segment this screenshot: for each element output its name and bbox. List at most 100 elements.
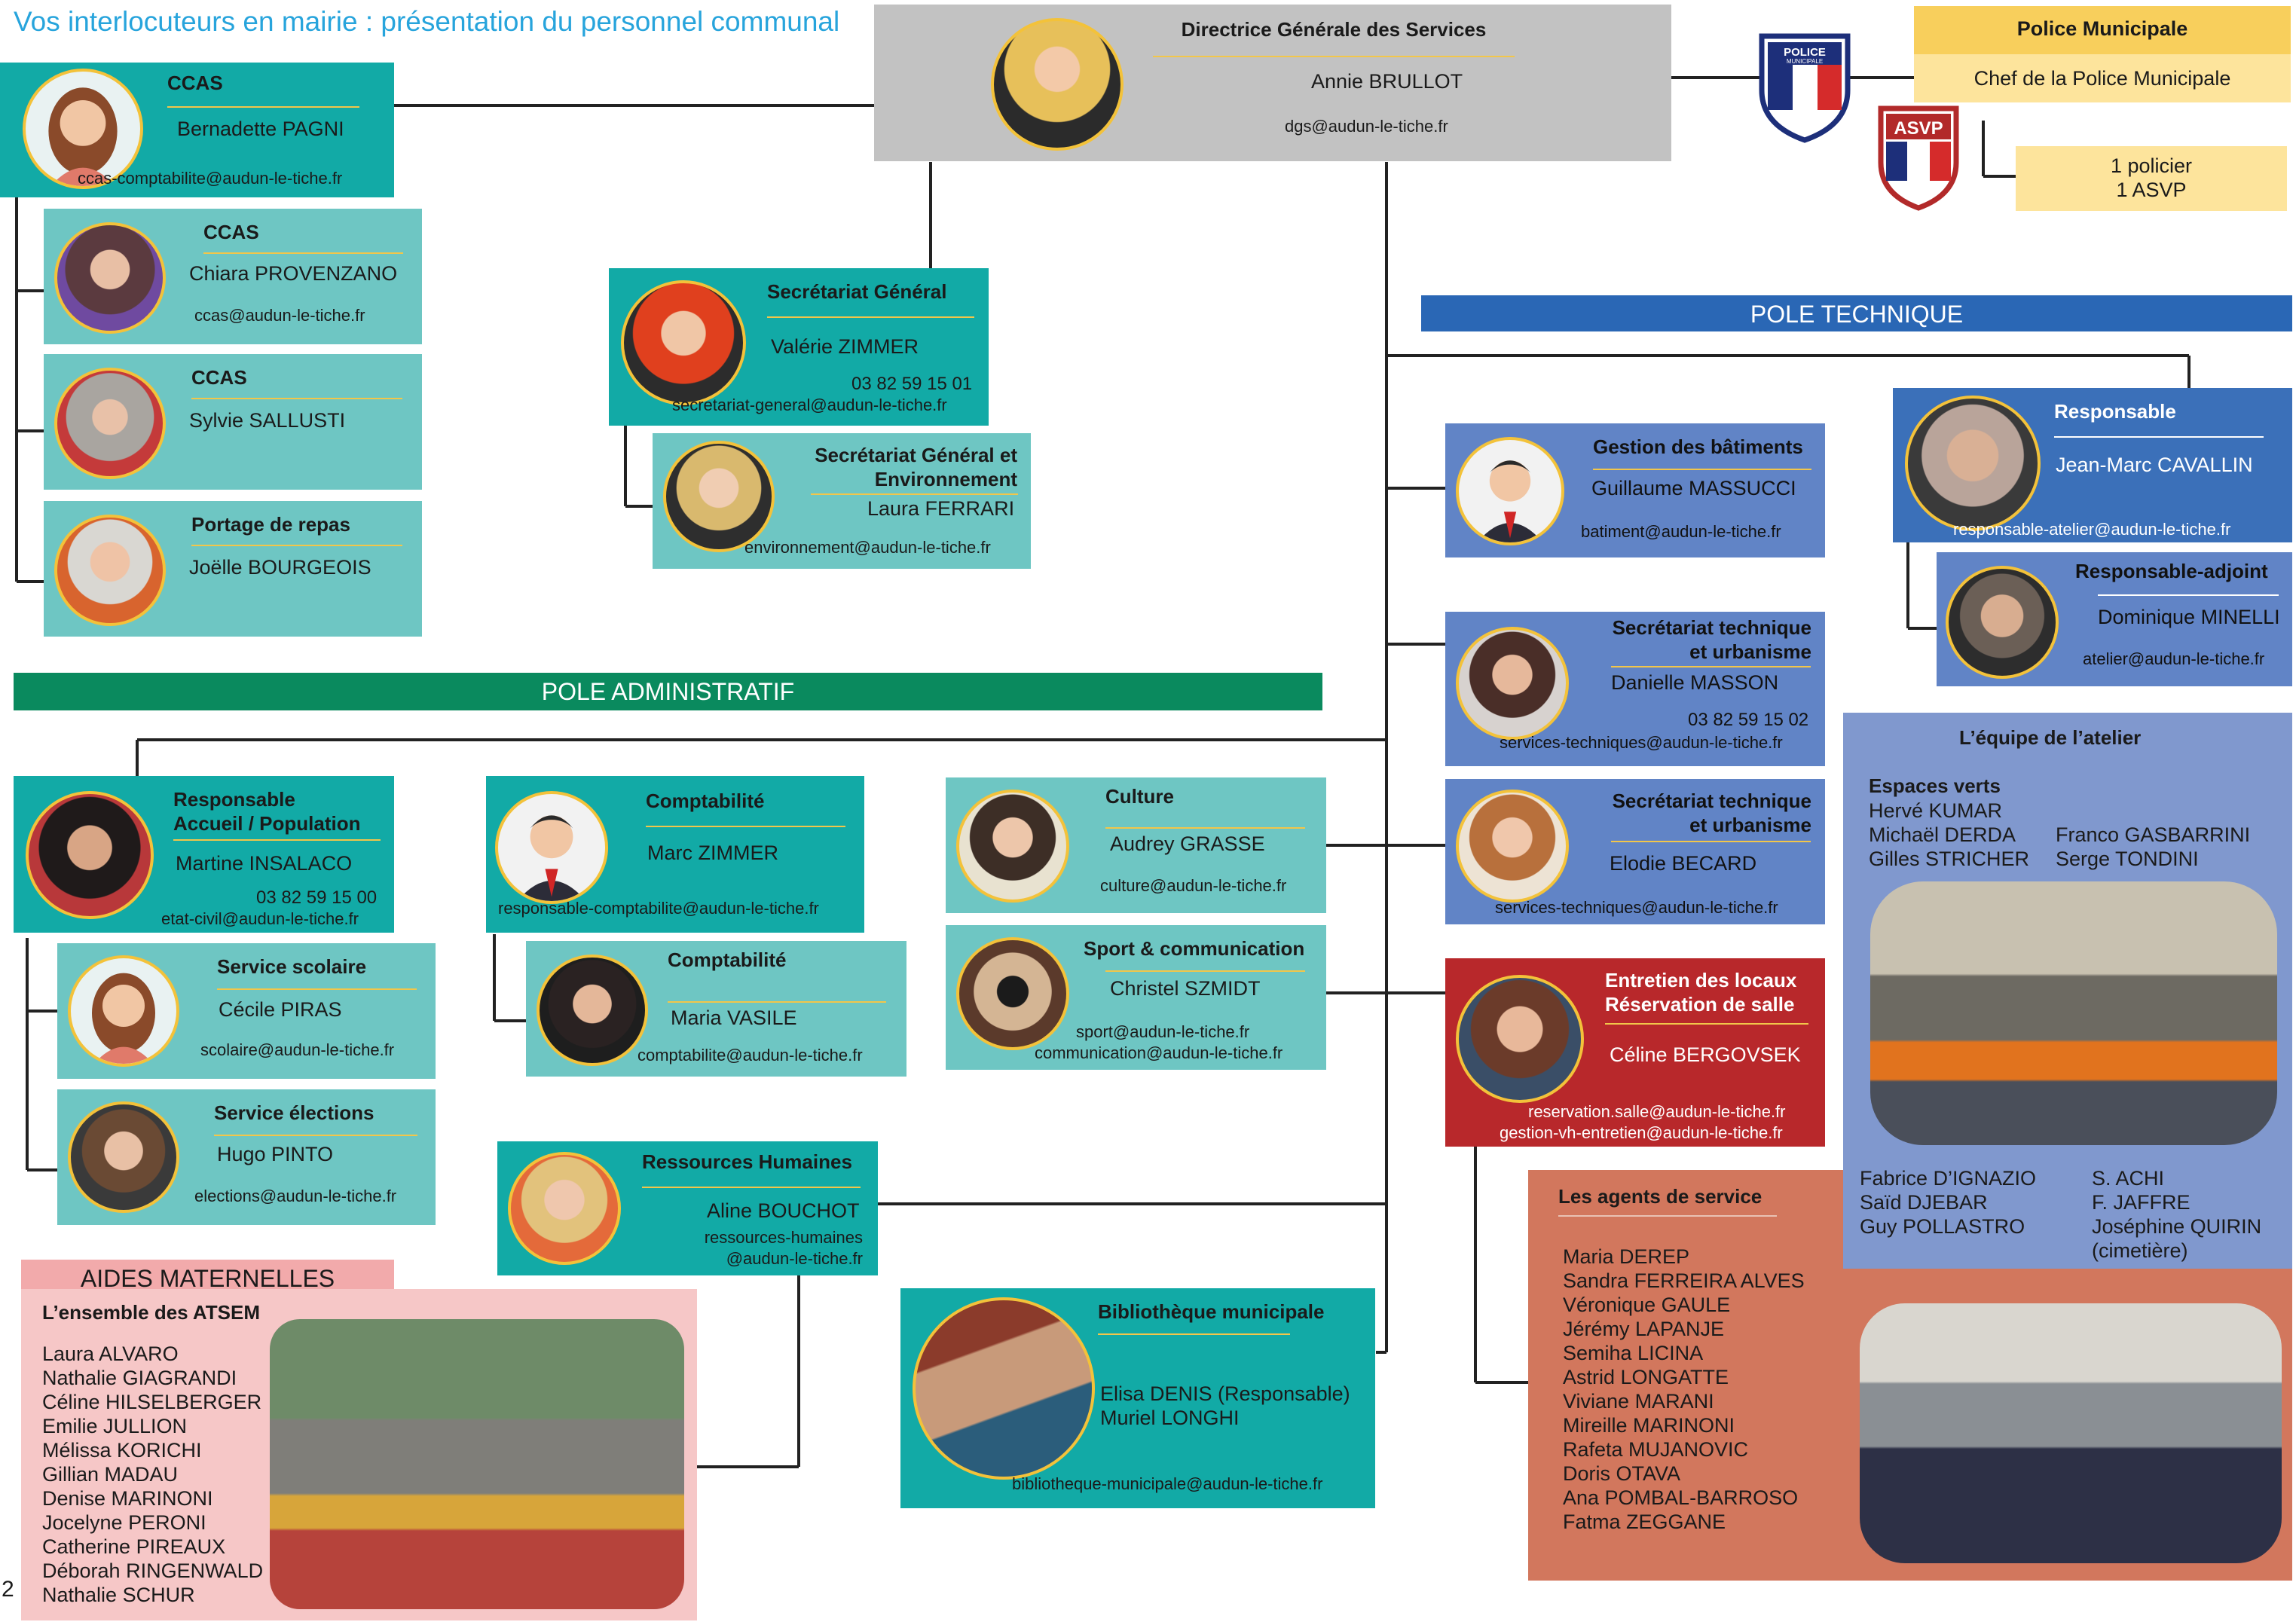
compta-email[interactable]: comptabilite@audun-le-tiche.fr: [637, 1046, 863, 1065]
compta-photo: [537, 955, 648, 1066]
rh-card: Ressources Humaines Aline BOUCHOT ressou…: [497, 1141, 878, 1275]
pole-technique-bar: POLE TECHNIQUE: [1421, 295, 2292, 331]
shield-icon: ASVP: [1878, 105, 1959, 211]
agents-title-box: Les agents de service: [1528, 1170, 1822, 1298]
ccas-photo-1: [54, 222, 166, 334]
atsem-box: L’ensemble des ATSEM Laura ALVARO Nathali…: [21, 1289, 697, 1620]
biblio-name-1: Elisa DENIS (Responsable): [1100, 1382, 1350, 1405]
atsem-subtitle: L’ensemble des ATSEM: [42, 1301, 260, 1324]
equipe-name-item: Joséphine QUIRIN: [2092, 1215, 2262, 1238]
secenv-card: Secrétariat Général et Environnement Lau…: [653, 433, 1031, 569]
accueil-name: Martine INSALACO: [176, 852, 353, 875]
equipe-name-item: Franco GASBARRINI: [2056, 823, 2251, 846]
atelier-resp-rule: [2054, 436, 2264, 438]
agent-name-item: Semiha LICINA: [1563, 1342, 1704, 1364]
sectech-photo-2: [1456, 790, 1569, 903]
accueil-email[interactable]: etat-civil@audun-le-tiche.fr: [161, 909, 359, 928]
accueil-phone: 03 82 59 15 00: [256, 887, 378, 908]
atsem-name-item: Mélissa KORICHI: [42, 1439, 202, 1462]
entretien-photo: [1456, 975, 1584, 1103]
dgs-email[interactable]: dgs@audun-le-tiche.fr: [1285, 117, 1448, 136]
scolaire-name: Cécile PIRAS: [219, 998, 342, 1021]
biblio-card: Bibliothèque municipale Elisa DENIS (Res…: [900, 1288, 1375, 1508]
ccas-card-1: CCAS Chiara PROVENZANO ccas@audun-le-tic…: [44, 209, 422, 344]
police-header: Police Municipale: [1914, 6, 2291, 54]
rh-email-line1[interactable]: ressources-humaines: [704, 1228, 863, 1247]
ccas-title-1: CCAS: [203, 221, 259, 243]
compta-resp-email[interactable]: responsable-comptabilite@audun-le-tiche.…: [498, 899, 819, 918]
sectech-2-title-line2: et urbanisme: [1689, 814, 1811, 836]
atsem-name-item: Laura ALVARO: [42, 1343, 179, 1365]
entretien-email-1[interactable]: reservation.salle@audun-le-tiche.fr: [1528, 1102, 1786, 1121]
communication-email[interactable]: communication@audun-le-tiche.fr: [1035, 1043, 1283, 1062]
scolaire-rule: [217, 988, 417, 990]
atelier-resp-email[interactable]: responsable-atelier@audun-le-tiche.fr: [1953, 520, 2231, 539]
biblio-email[interactable]: bibliotheque-municipale@audun-le-tiche.f…: [1012, 1474, 1323, 1493]
atsem-name-item: Catherine PIREAUX: [42, 1535, 226, 1558]
accueil-title-line2: Accueil / Population: [173, 812, 361, 835]
atelier-adj-name: Dominique MINELLI: [2098, 606, 2280, 628]
ccas-photo-2: [54, 368, 166, 479]
atelier-adj-card: Responsable-adjoint Dominique MINELLI at…: [1937, 552, 2292, 686]
ccas-email-1[interactable]: ccas@audun-le-tiche.fr: [194, 306, 365, 325]
elections-email[interactable]: elections@audun-le-tiche.fr: [194, 1187, 397, 1205]
atelier-adj-photo: [1946, 566, 2059, 679]
equipe-name-item: Guy POLLASTRO: [1860, 1215, 2025, 1238]
scolaire-email[interactable]: scolaire@audun-le-tiche.fr: [200, 1040, 395, 1059]
page-number: 2: [2, 1577, 14, 1602]
equipe-name-item: Michaël DERDA: [1869, 823, 2016, 846]
dgs-name: Annie BRULLOT: [1311, 70, 1463, 93]
culture-name: Audrey GRASSE: [1110, 832, 1265, 855]
sectech-1-email[interactable]: services-techniques@audun-le-tiche.fr: [1500, 733, 1783, 752]
atsem-name-item: Gillian MADAU: [42, 1463, 179, 1486]
secenv-name: Laura FERRARI: [867, 497, 1015, 520]
elections-title: Service élections: [214, 1101, 375, 1124]
equipe-name-item: Serge TONDINI: [2056, 848, 2199, 870]
police-chief: Chef de la Police Municipale: [1914, 54, 2291, 102]
sectech-1-name: Danielle MASSON: [1611, 671, 1779, 694]
atsem-group-photo: [270, 1319, 684, 1609]
rh-photo: [508, 1152, 621, 1265]
batiments-title: Gestion des bâtiments: [1593, 435, 1803, 458]
avatar-male-icon: [1456, 437, 1564, 545]
dgs-photo: [991, 18, 1124, 151]
secgen-phone: 03 82 59 15 01: [851, 374, 973, 394]
atsem-name-item: Nathalie SCHUR: [42, 1584, 195, 1606]
sport-email[interactable]: sport@audun-le-tiche.fr: [1076, 1022, 1250, 1041]
biblio-name-2: Muriel LONGHI: [1100, 1407, 1240, 1429]
ccas-main-rule: [167, 106, 359, 108]
compta-title: Comptabilité: [668, 948, 787, 971]
batiments-name: Guillaume MASSUCCI: [1591, 477, 1796, 499]
shield-icon: POLICE MUNICIPALE: [1759, 33, 1851, 143]
elections-photo: [68, 1101, 179, 1213]
batiments-email[interactable]: batiment@audun-le-tiche.fr: [1581, 522, 1781, 541]
badge-text-asvp: ASVP: [1894, 118, 1943, 139]
sectech-1-title-line2: et urbanisme: [1689, 640, 1811, 663]
culture-email[interactable]: culture@audun-le-tiche.fr: [1100, 876, 1287, 895]
ccas-main-email[interactable]: ccas-comptabilite@audun-le-tiche.fr: [78, 169, 343, 188]
atelier-resp-photo: [1905, 396, 2041, 531]
atelier-adj-email[interactable]: atelier@audun-le-tiche.fr: [2083, 649, 2265, 668]
rh-email-line2[interactable]: @audun-le-tiche.fr: [726, 1249, 863, 1268]
entretien-email-2[interactable]: gestion-vh-entretien@audun-le-tiche.fr: [1500, 1123, 1783, 1142]
compta-name: Maria VASILE: [671, 1006, 797, 1029]
rh-name: Aline BOUCHOT: [707, 1199, 860, 1222]
secgen-email[interactable]: secretariat-general@audun-le-tiche.fr: [672, 396, 947, 414]
ccas-name-1: Chiara PROVENZANO: [189, 262, 398, 285]
ccas-title-2: CCAS: [191, 366, 247, 389]
asvp-badge: ASVP: [1876, 104, 1961, 211]
sectech-2-name: Elodie BECARD: [1610, 852, 1757, 875]
sectech-photo-1: [1456, 627, 1569, 740]
equipe-name-item: Hervé KUMAR: [1869, 799, 2003, 822]
secenv-email[interactable]: environnement@audun-le-tiche.fr: [744, 538, 991, 557]
atelier-resp-name: Jean-Marc CAVALLIN: [2056, 454, 2253, 476]
agents-rule: [1558, 1215, 1777, 1217]
police-staff: 1 policier 1 ASVP: [2016, 146, 2287, 211]
avatar-female-icon: [68, 955, 179, 1067]
atsem-name-item: Jocelyne PERONI: [42, 1511, 206, 1534]
ccas-main-name: Bernadette PAGNI: [177, 118, 344, 140]
sectech-2-email[interactable]: services-techniques@audun-le-tiche.fr: [1495, 898, 1778, 917]
sectech-card-1: Secrétariat technique et urbanisme Danie…: [1445, 612, 1825, 766]
